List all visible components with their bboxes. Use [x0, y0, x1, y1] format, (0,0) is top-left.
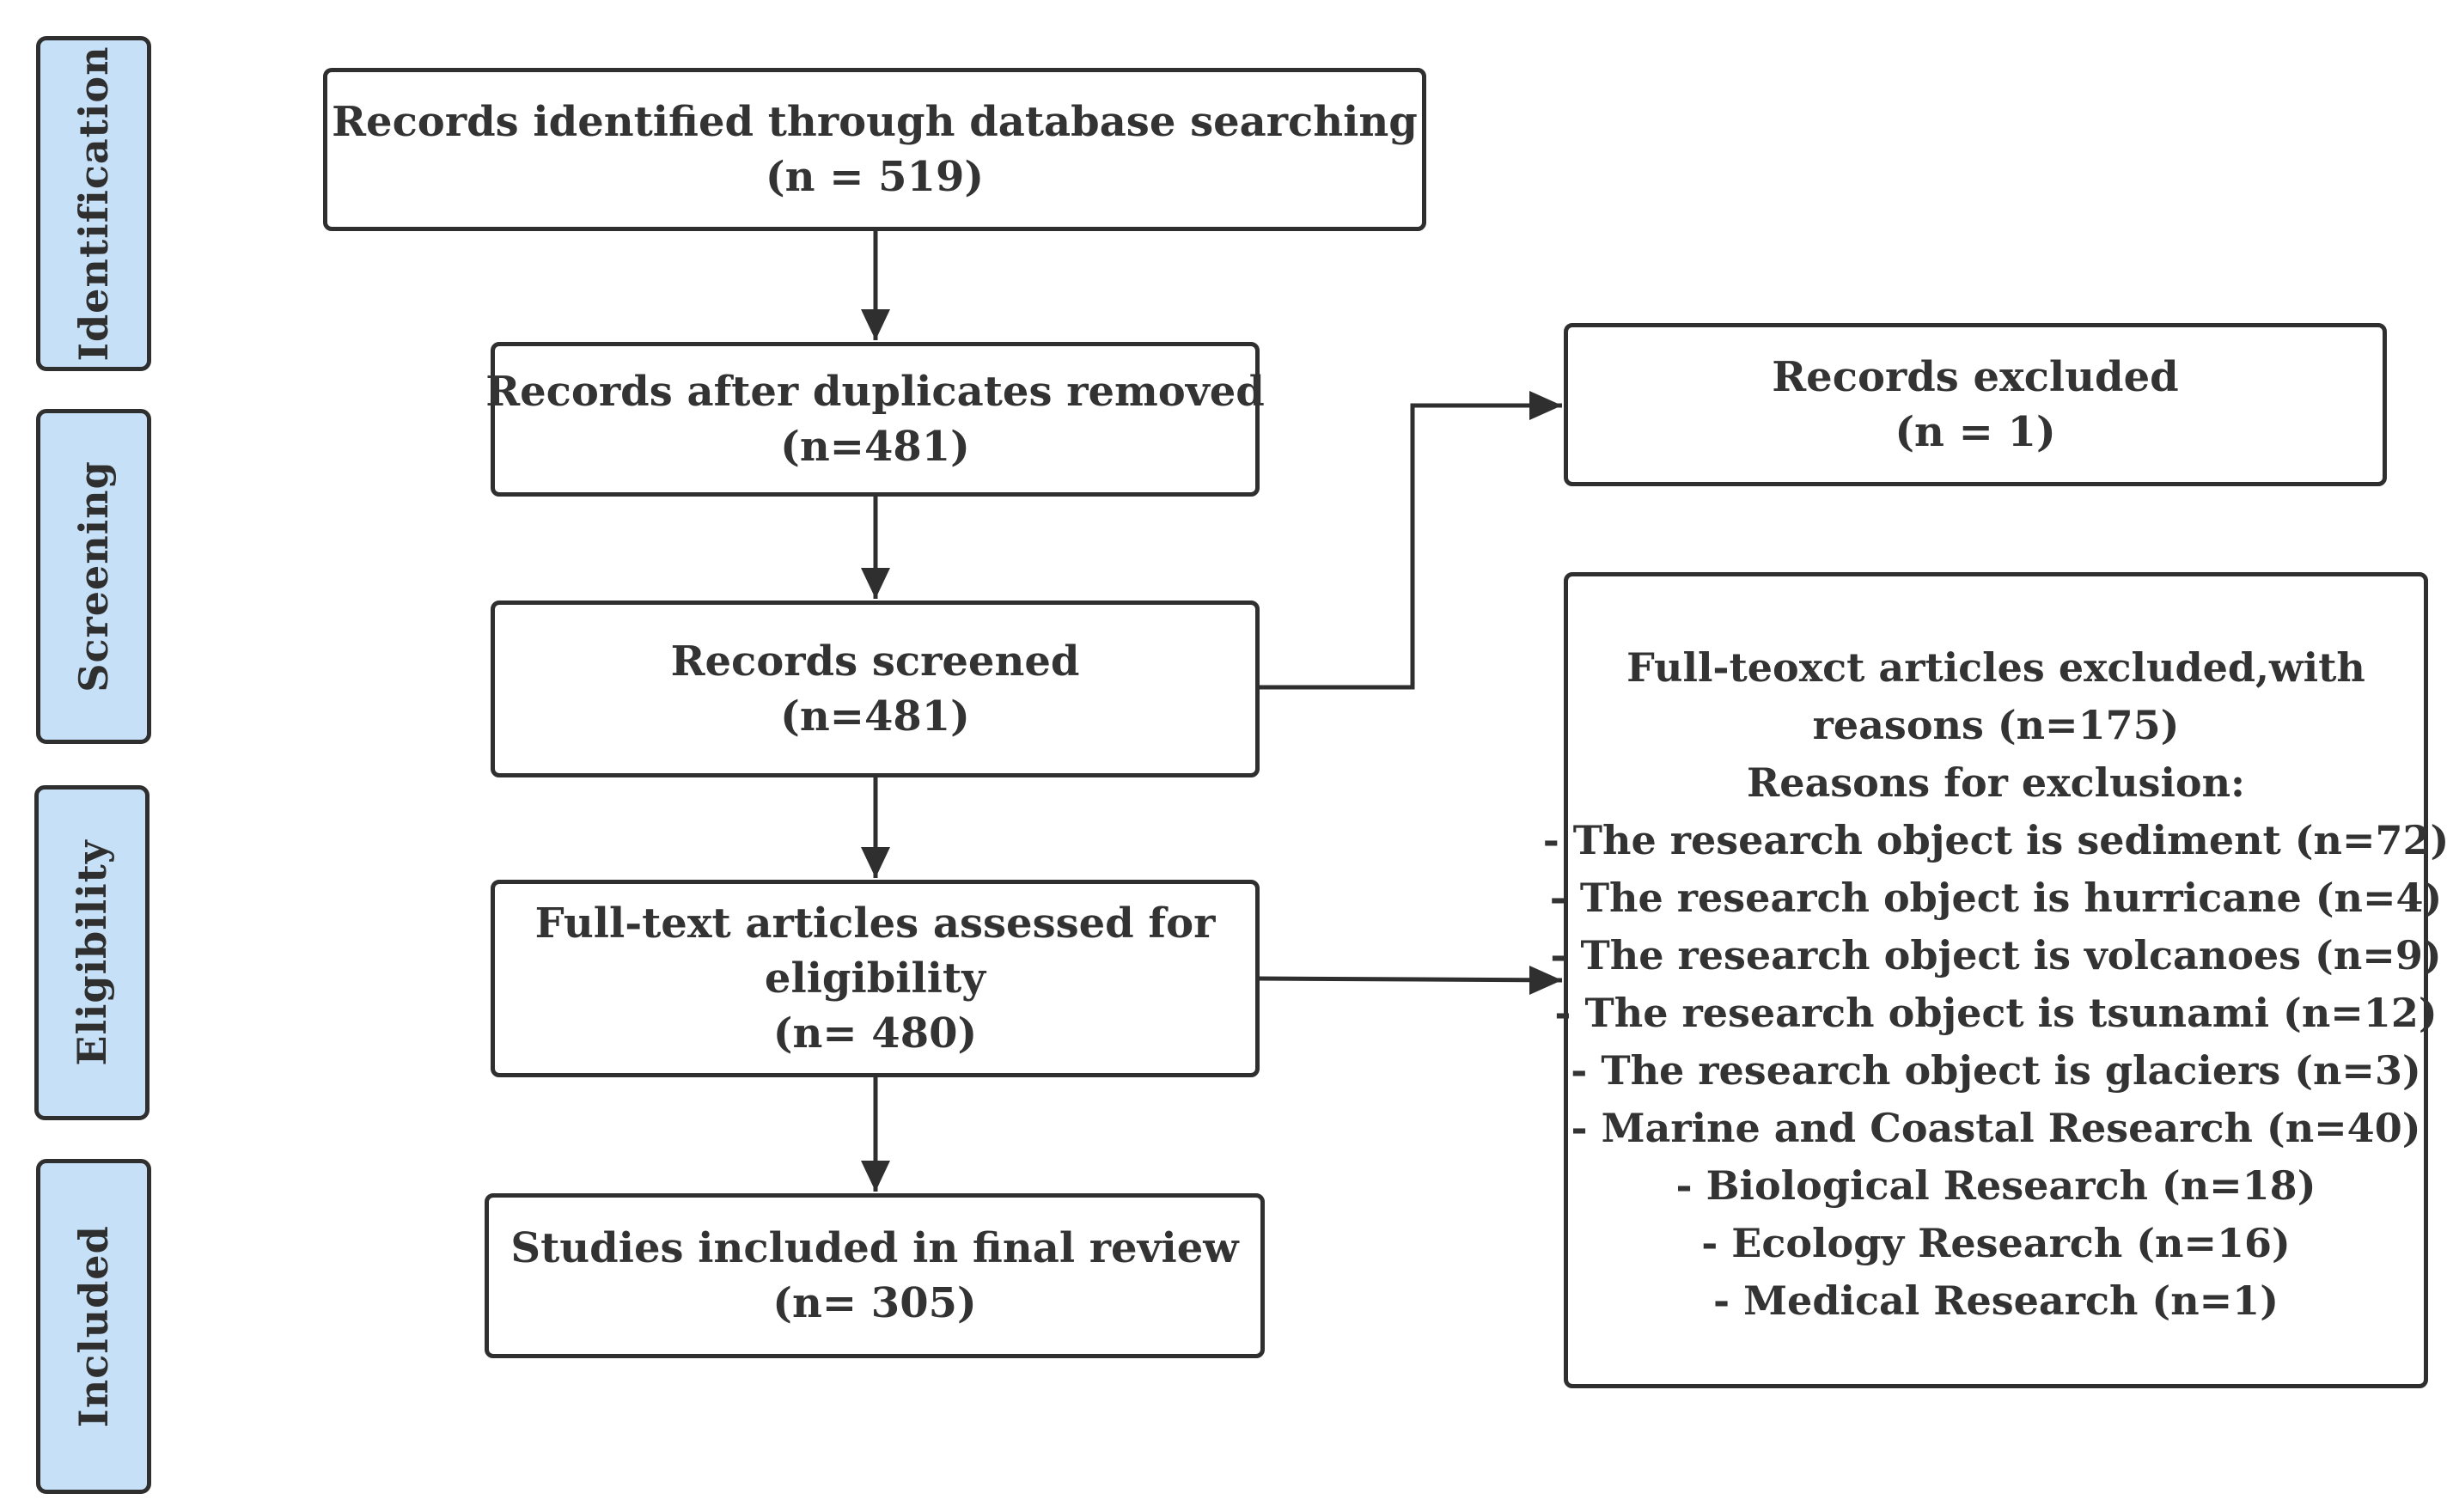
box-records-excluded: Records excluded (n = 1): [1564, 323, 2387, 486]
arrow-fulltext-to-fulltext-excluded: [1257, 976, 1563, 983]
fulltext-assessed-count: (n= 480): [772, 1009, 978, 1058]
phase-eligibility-label: Eligibility: [69, 839, 115, 1066]
box-records-identified: Records identified through database sear…: [323, 68, 1426, 231]
exclusion-reason-item: - The research object is tsunami (n=12): [1554, 990, 2438, 1036]
studies-included-title: Studies included in final review: [510, 1224, 1239, 1272]
phase-eligibility: Eligibility: [34, 785, 150, 1120]
exclusion-reason-item: - The research object is hurricane (n=4): [1549, 875, 2443, 921]
arrowhead-identified-to-deduplicated: [861, 309, 890, 340]
records-excluded-title: Records excluded: [1772, 353, 2179, 401]
duplicates-removed-title: Records after duplicates removed: [485, 368, 1265, 416]
exclusion-reason-item: - Ecology Research (n=16): [1701, 1220, 2291, 1266]
records-identified-title: Records identified through database sear…: [332, 98, 1418, 146]
fulltext-assessed-title-line2: eligibility: [764, 954, 986, 1003]
exclusion-reason-item: - The research object is sediment (n=72): [1542, 817, 2447, 863]
studies-included-count: (n= 305): [772, 1279, 977, 1327]
phase-screening: Screening: [36, 409, 151, 744]
phase-identification-label: Identification: [70, 46, 117, 362]
arrowhead-fulltext-to-included: [861, 1161, 890, 1192]
arrowhead-fulltext-to-fulltext-excluded: [1529, 966, 1562, 995]
arrowhead-deduplicated-to-screened: [861, 568, 890, 599]
fulltext-excluded-title-line2: reasons (n=175): [1812, 702, 2180, 748]
phase-screening-label: Screening: [70, 460, 117, 692]
exclusion-reason-item: - Marine and Coastal Research (n=40): [1571, 1105, 2421, 1151]
phase-identification: Identification: [36, 36, 151, 371]
records-identified-count: (n = 519): [765, 153, 985, 201]
records-screened-title: Records screened: [670, 637, 1080, 686]
box-duplicates-removed: Records after duplicates removed (n=481): [485, 342, 1265, 497]
arrowhead-screened-to-fulltext: [861, 847, 890, 878]
exclusion-reasons-header: Reasons for exclusion:: [1746, 759, 2246, 806]
box-records-screened: Records screened (n=481): [491, 601, 1260, 777]
exclusion-reason-item: - The research object is volcanoes (n=9): [1550, 932, 2442, 979]
records-screened-count: (n=481): [780, 692, 970, 741]
arrow-screened-to-records-excluded: [1258, 403, 1562, 690]
duplicates-removed-count: (n=481): [780, 423, 970, 471]
box-fulltext-excluded: Full-teoxct articles excluded,with reaso…: [1543, 572, 2447, 1388]
arrowhead-screened-to-records-excluded: [1529, 391, 1562, 420]
exclusion-reason-item: - Medical Research (n=1): [1713, 1277, 2279, 1324]
phase-included-label: Included: [70, 1225, 117, 1428]
fulltext-assessed-title-line1: Full-text articles assessed for: [534, 899, 1216, 948]
phase-included: Included: [36, 1159, 151, 1494]
exclusion-reason-item: - Biological Research (n=18): [1675, 1162, 2316, 1209]
records-excluded-count: (n = 1): [1895, 408, 2056, 456]
fulltext-excluded-title-line1: Full-teoxct articles excluded,with: [1626, 644, 2365, 691]
box-fulltext-assessed: Full-text articles assessed for eligibil…: [491, 880, 1260, 1077]
box-studies-included: Studies included in final review (n= 305…: [485, 1193, 1265, 1358]
exclusion-reason-item: - The research object is glaciers (n=3): [1571, 1047, 2421, 1094]
